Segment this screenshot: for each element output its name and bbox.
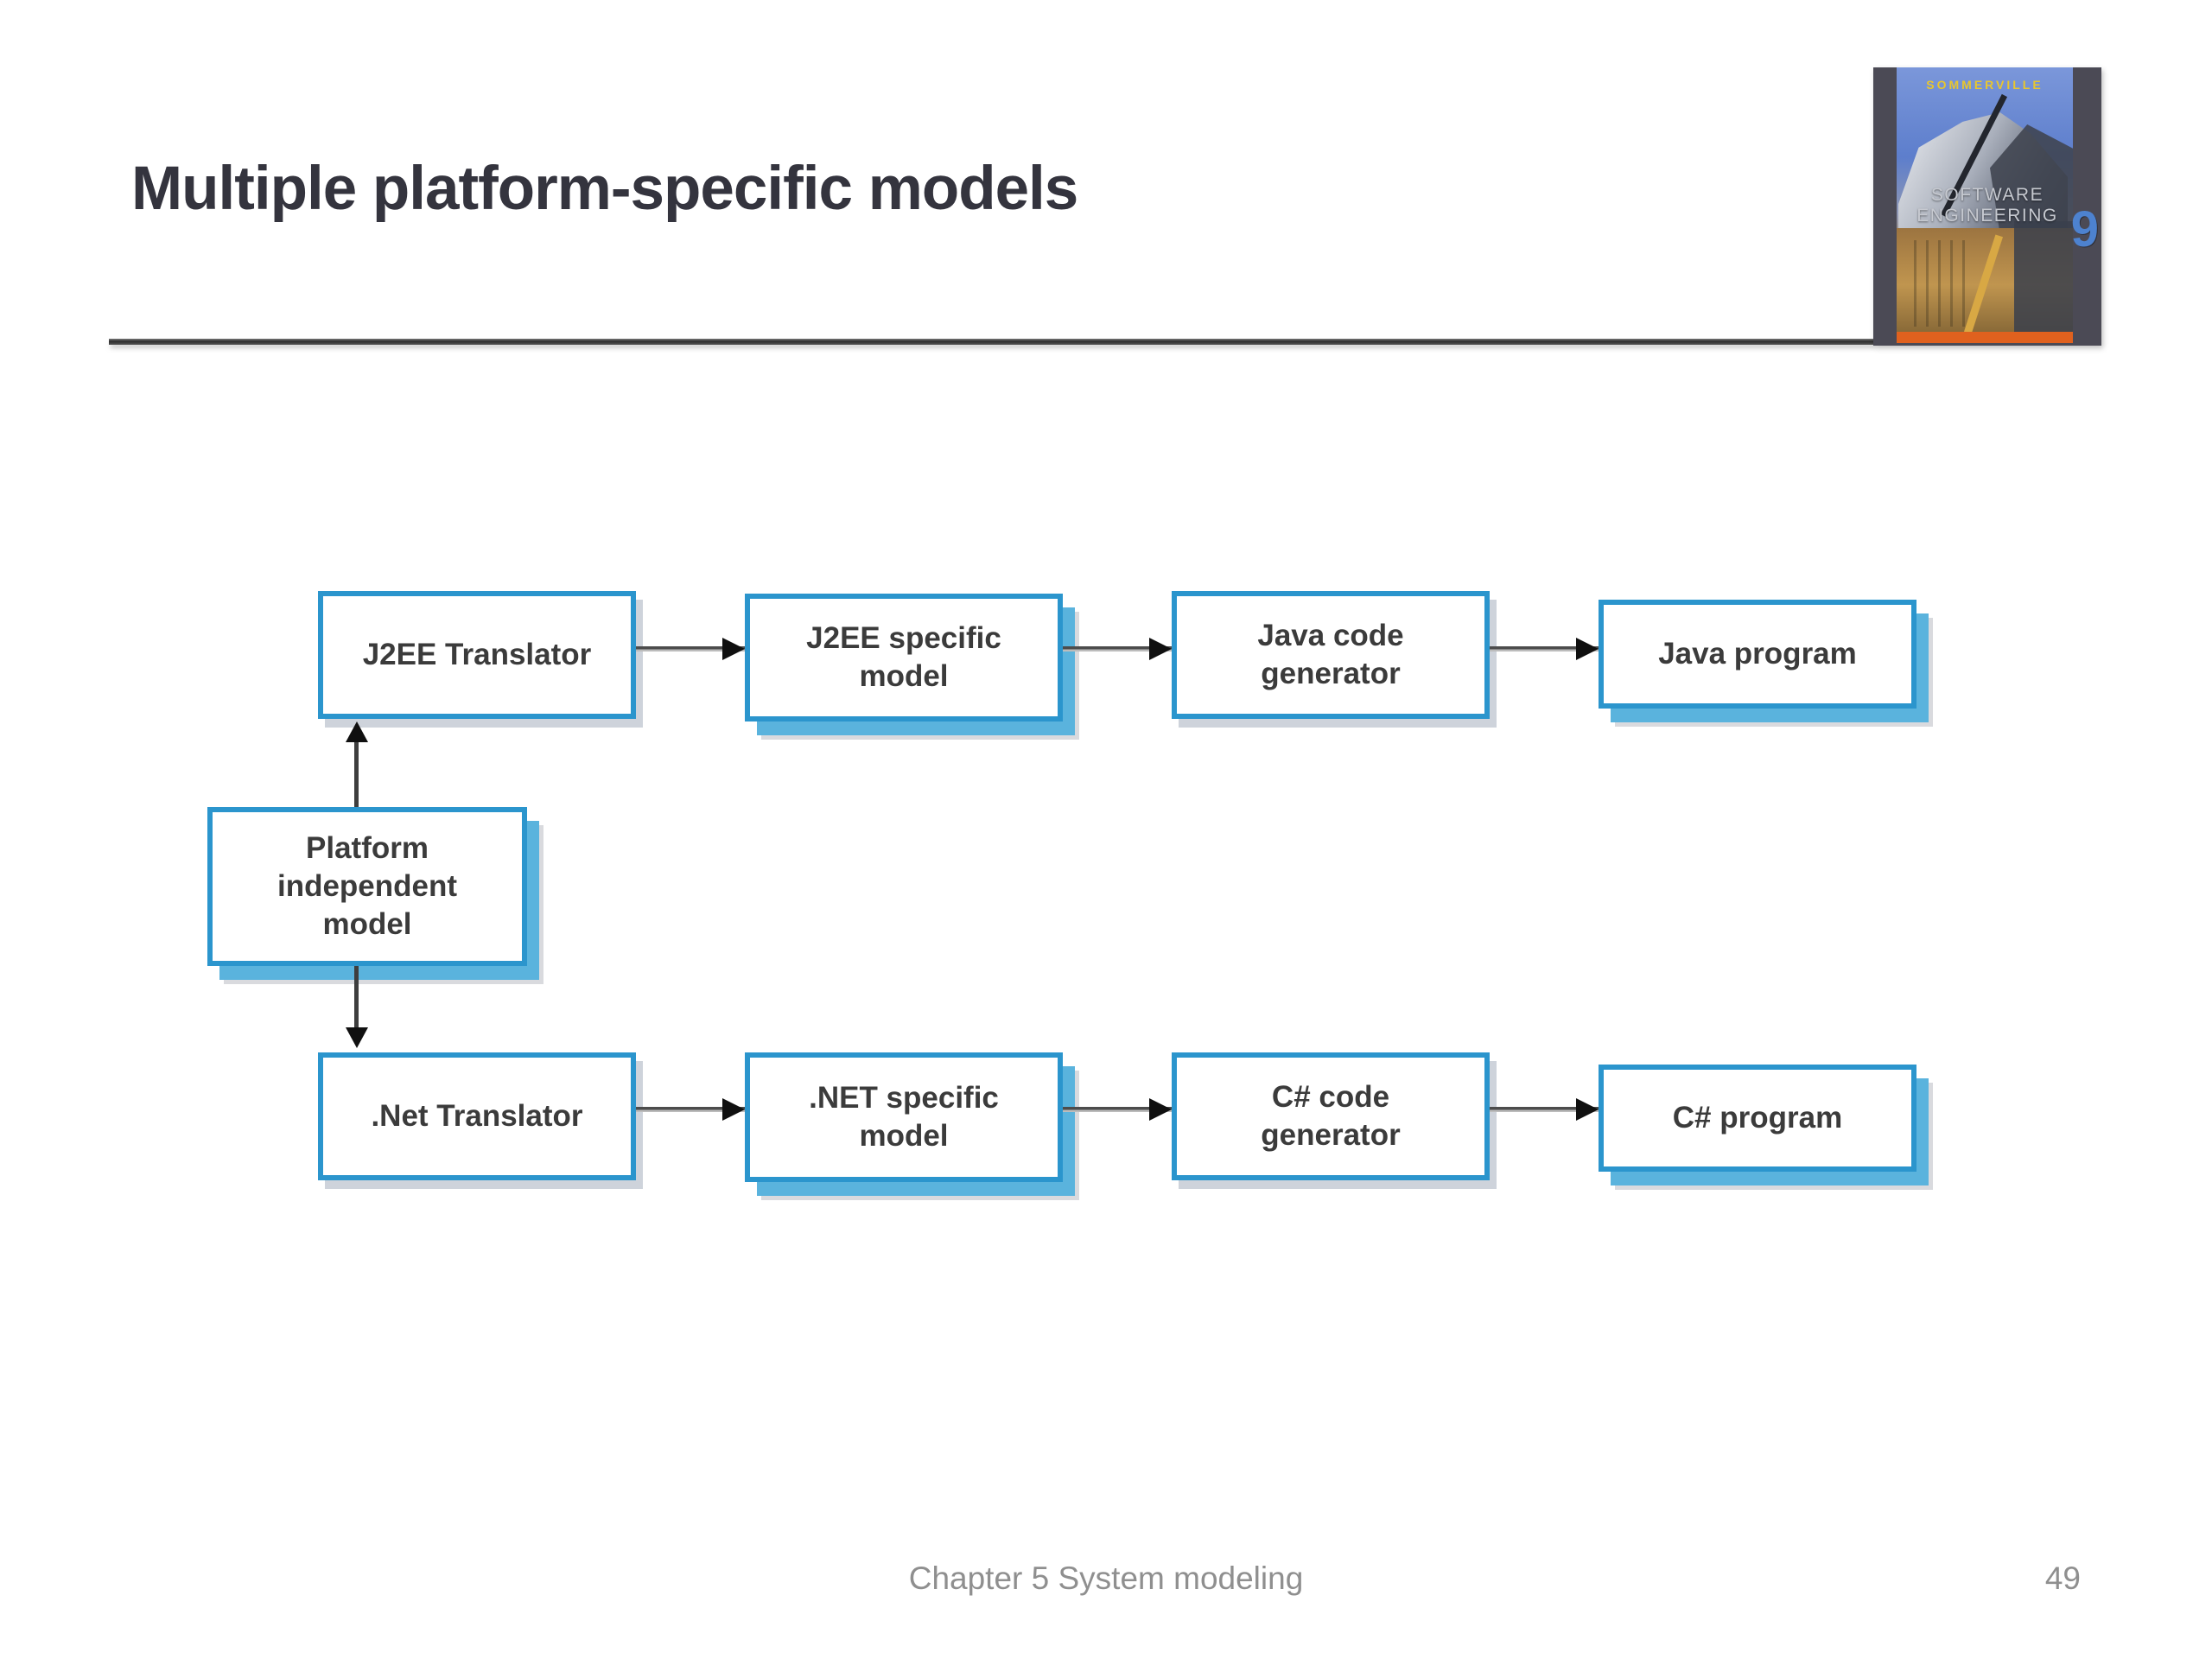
- node-label: Java code generator: [1257, 618, 1404, 690]
- book-title: SOFTWARE ENGINEERING: [1916, 185, 2058, 226]
- edge-pim-to-net-translator: [345, 966, 368, 1048]
- edge-net-translator-to-net-model: [636, 1098, 745, 1121]
- book-cover: SOMMERVILLE SOFTWARE ENGINEERING 9: [1873, 67, 2101, 346]
- node-platform-independent-model: Platform independent model: [207, 807, 527, 966]
- arrowhead-right-icon: [1149, 638, 1172, 660]
- footer-page-number: 49: [2044, 1560, 2081, 1596]
- node-label: C# code generator: [1261, 1079, 1401, 1152]
- edge-csharp-codegen-to-csharp-program: [1490, 1098, 1599, 1121]
- node-csharp-code-generator: C# code generator: [1172, 1052, 1490, 1180]
- node-label: C# program: [1672, 1100, 1843, 1135]
- node-label: Platform independent model: [276, 830, 458, 942]
- node-j2ee-specific-model: J2EE specific model: [745, 594, 1063, 721]
- node-label: J2EE specific model: [806, 620, 1001, 693]
- node-java-code-generator: Java code generator: [1172, 591, 1490, 719]
- arrowhead-up-icon: [345, 721, 368, 742]
- node-net-specific-model: .NET specific model: [745, 1052, 1063, 1182]
- node-j2ee-translator: J2EE Translator: [318, 591, 636, 719]
- edge-j2ee-model-to-java-codegen: [1063, 638, 1172, 660]
- cover-scaffold-lines: [1914, 240, 1974, 327]
- arrowhead-right-icon: [1576, 1098, 1599, 1121]
- arrowhead-right-icon: [1149, 1098, 1172, 1121]
- node-label: .NET specific model: [809, 1080, 999, 1153]
- node-label: .Net Translator: [371, 1098, 583, 1133]
- edge-net-model-to-csharp-codegen: [1063, 1098, 1172, 1121]
- edge-pim-to-j2ee-translator: [345, 721, 368, 807]
- node-net-translator: .Net Translator: [318, 1052, 636, 1180]
- node-label: Java program: [1658, 636, 1857, 671]
- node-label: J2EE Translator: [362, 637, 592, 671]
- node-java-program: Java program: [1599, 600, 1916, 709]
- node-csharp-program: C# program: [1599, 1065, 1916, 1172]
- arrowhead-right-icon: [1576, 638, 1599, 660]
- edge-java-codegen-to-java-program: [1490, 638, 1599, 660]
- book-edition-number: 9: [2070, 201, 2099, 257]
- footer-chapter-text: Chapter 5 System modeling: [908, 1560, 1304, 1596]
- arrowhead-right-icon: [722, 638, 745, 660]
- book-cover-orange-strip: [1897, 332, 2073, 343]
- arrowhead-down-icon: [345, 1027, 368, 1048]
- book-author: SOMMERVILLE: [1926, 78, 2044, 92]
- cover-construction-dark-column: [2014, 221, 2073, 332]
- edge-j2ee-translator-to-j2ee-model: [636, 638, 745, 660]
- book-cover-photo: [1897, 67, 2073, 332]
- title-divider: [109, 339, 1877, 345]
- page-title: Multiple platform-specific models: [131, 155, 1078, 223]
- arrowhead-right-icon: [722, 1098, 745, 1121]
